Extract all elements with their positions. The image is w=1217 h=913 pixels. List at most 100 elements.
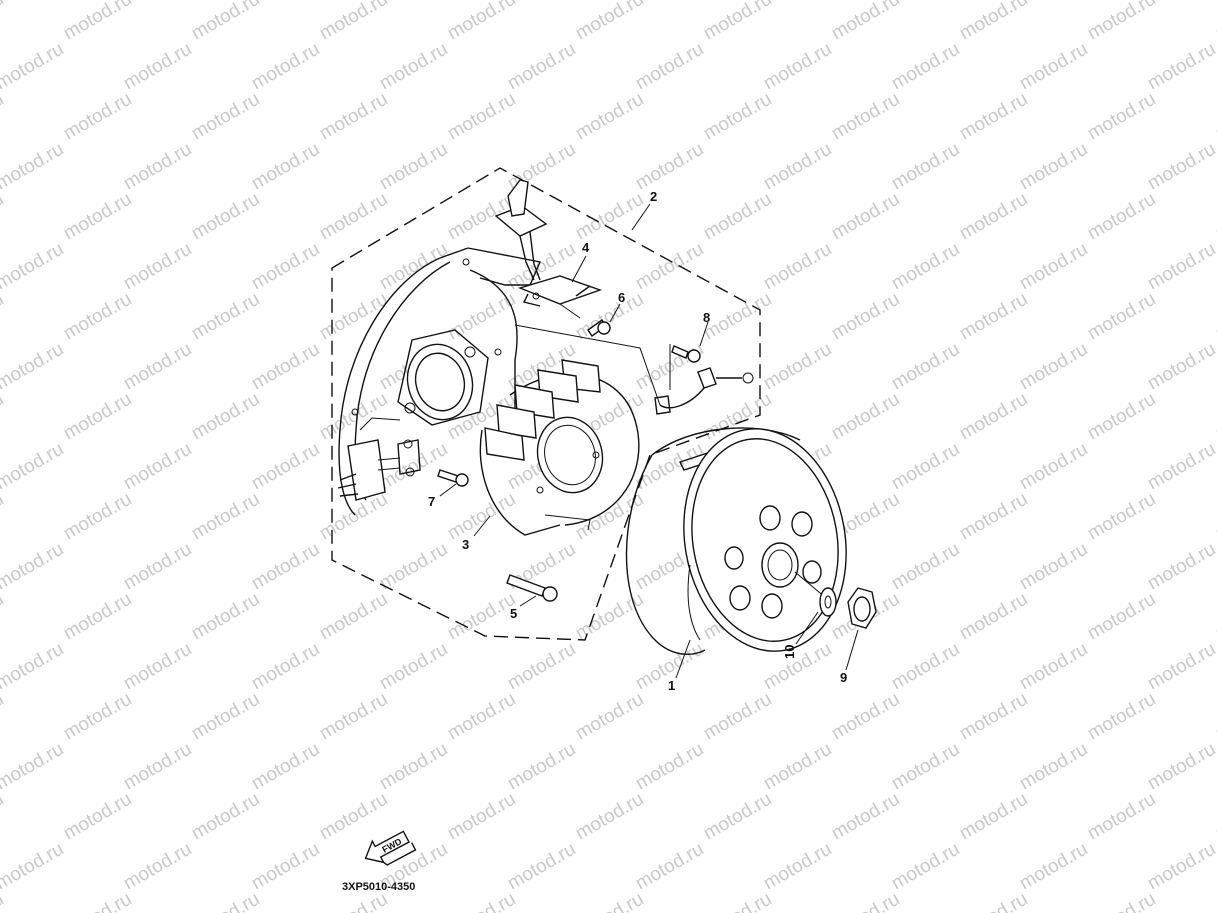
watermark-text: motod.ru xyxy=(828,0,903,44)
watermark-text: motod.ru xyxy=(572,689,647,745)
watermark-text: motod.ru xyxy=(1212,489,1217,545)
watermark-text: motod.ru xyxy=(120,739,195,795)
watermark-text: motod.ru xyxy=(956,289,1031,345)
watermark-text: motod.ru xyxy=(700,689,775,745)
watermark-text: motod.ru xyxy=(376,539,451,595)
watermark-text: motod.ru xyxy=(1212,689,1217,745)
watermark-text: motod.ru xyxy=(188,889,263,913)
watermark-text: motod.ru xyxy=(0,689,7,745)
watermark-text: motod.ru xyxy=(828,789,903,845)
pickup-coil xyxy=(337,417,421,501)
watermark-text: motod.ru xyxy=(572,589,647,645)
watermark-text: motod.ru xyxy=(188,789,263,845)
watermark-text: motod.ru xyxy=(0,589,7,645)
watermark-text: motod.ru xyxy=(60,889,135,913)
watermark-text: motod.ru xyxy=(60,0,135,44)
watermark-text: motod.ru xyxy=(1212,889,1217,913)
watermark-text: motod.ru xyxy=(828,89,903,145)
watermark-text: motod.ru xyxy=(1016,839,1091,895)
watermark-text: motod.ru xyxy=(1084,889,1159,913)
watermark-text: motod.ru xyxy=(1016,339,1091,395)
watermark-text: motod.ru xyxy=(572,0,647,44)
watermark-text: motod.ru xyxy=(444,789,519,845)
watermark-text: motod.ru xyxy=(700,889,775,913)
watermark-text: motod.ru xyxy=(1144,839,1217,895)
watermark-text: motod.ru xyxy=(248,39,323,95)
watermark-text: motod.ru xyxy=(120,539,195,595)
callout-1: 1 xyxy=(668,678,675,693)
watermark-text: motod.ru xyxy=(316,89,391,145)
watermark-text: motod.ru xyxy=(1144,439,1217,495)
watermark-text: motod.ru xyxy=(376,139,451,195)
watermark-text: motod.ru xyxy=(956,489,1031,545)
watermark-text: motod.ru xyxy=(1016,39,1091,95)
watermark-text: motod.ru xyxy=(632,739,707,795)
callout-3: 3 xyxy=(462,537,469,552)
watermark-text: motod.ru xyxy=(444,589,519,645)
watermark-text: motod.ru xyxy=(120,639,195,695)
watermark-text: motod.ru xyxy=(888,439,963,495)
watermark-text: motod.ru xyxy=(1212,789,1217,845)
watermark-text: motod.ru xyxy=(316,489,391,545)
watermark-text: motod.ru xyxy=(572,289,647,345)
watermark-text: motod.ru xyxy=(504,839,579,895)
bolt-5 xyxy=(506,574,558,602)
watermark-text: motod.ru xyxy=(248,739,323,795)
watermark-text: motod.ru xyxy=(60,289,135,345)
watermark-text: motod.ru xyxy=(248,439,323,495)
watermark-text: motod.ru xyxy=(1016,639,1091,695)
watermark-text: motod.ru xyxy=(0,139,67,195)
watermark-text: motod.ru xyxy=(888,39,963,95)
watermark-text: motod.ru xyxy=(444,289,519,345)
watermark-text: motod.ru xyxy=(1084,289,1159,345)
watermark-text: motod.ru xyxy=(248,339,323,395)
watermark-text: motod.ru xyxy=(1212,289,1217,345)
watermark-text: motod.ru xyxy=(0,389,7,445)
watermark-text: motod.ru xyxy=(188,89,263,145)
watermark-text: motod.ru xyxy=(888,639,963,695)
watermark-text: motod.ru xyxy=(1084,689,1159,745)
callout-6: 6 xyxy=(618,290,625,305)
watermark-text: motod.ru xyxy=(0,39,67,95)
watermark-text: motod.ru xyxy=(956,89,1031,145)
watermark-text: motod.ru xyxy=(188,289,263,345)
washer-10 xyxy=(819,587,837,617)
watermark-text: motod.ru xyxy=(1212,0,1217,44)
watermark-text: motod.ru xyxy=(60,189,135,245)
watermark-text: motod.ru xyxy=(188,189,263,245)
watermark-text: motod.ru xyxy=(888,239,963,295)
watermark-text: motod.ru xyxy=(444,489,519,545)
watermark-text: motod.ru xyxy=(444,89,519,145)
watermark-text: motod.ru xyxy=(828,389,903,445)
watermark-text: motod.ru xyxy=(632,139,707,195)
watermark-text: motod.ru xyxy=(1212,389,1217,445)
watermark-text: motod.ru xyxy=(700,289,775,345)
watermark-text: motod.ru xyxy=(120,839,195,895)
watermark-text: motod.ru xyxy=(760,139,835,195)
watermark-text: motod.ru xyxy=(700,0,775,44)
watermark-text: motod.ru xyxy=(700,89,775,145)
screw-7 xyxy=(437,469,469,487)
watermark-text: motod.ru xyxy=(60,689,135,745)
watermark-text: motod.ru xyxy=(956,189,1031,245)
watermark-text: motod.ru xyxy=(1084,189,1159,245)
leader-lines xyxy=(439,203,859,679)
watermark-text: motod.ru xyxy=(888,139,963,195)
watermark-text: motod.ru xyxy=(188,489,263,545)
watermark-text: motod.ru xyxy=(444,0,519,44)
watermark-text: motod.ru xyxy=(316,189,391,245)
watermark-text: motod.ru xyxy=(60,389,135,445)
watermark-text: motod.ru xyxy=(956,689,1031,745)
watermark-text: motod.ru xyxy=(316,689,391,745)
watermark-text: motod.ru xyxy=(828,889,903,913)
watermark-text: motod.ru xyxy=(1212,89,1217,145)
watermark-text: motod.ru xyxy=(572,889,647,913)
watermark-text: motod.ru xyxy=(700,189,775,245)
watermark-text: motod.ru xyxy=(888,839,963,895)
watermark-text: motod.ru xyxy=(504,639,579,695)
watermark-text: motod.ru xyxy=(60,89,135,145)
assembly-boundary xyxy=(331,167,761,641)
watermark-text: motod.ru xyxy=(0,889,7,913)
watermark-text: motod.ru xyxy=(828,189,903,245)
watermark-text: motod.ru xyxy=(572,189,647,245)
